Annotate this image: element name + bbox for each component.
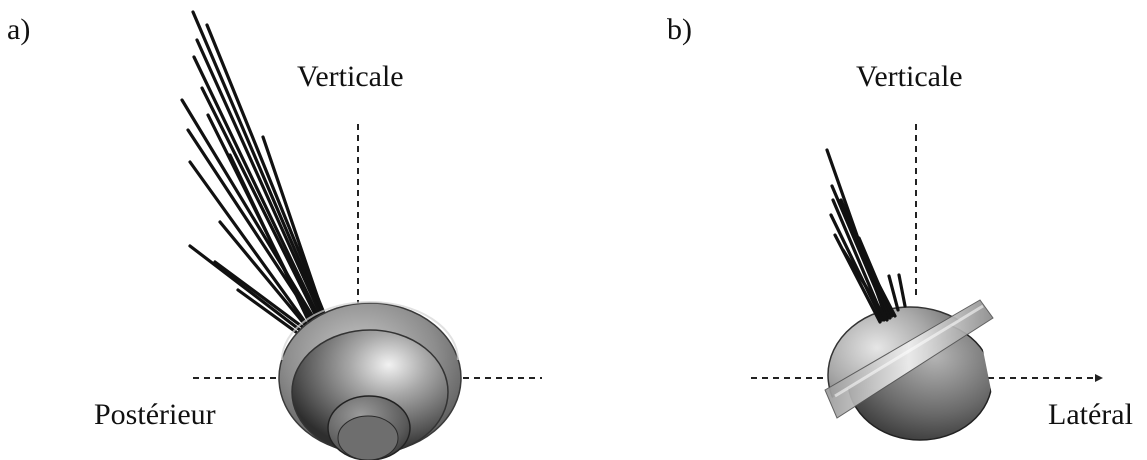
fiber-lines [825,148,907,324]
panel-a-horizontal-label: Postérieur [94,398,216,431]
panel-b-vertical-label: Verticale [856,60,963,93]
horizontal-axis-arrow [1095,374,1103,382]
panel-a-letter: a) [7,13,31,46]
panel-b-horizontal-label: Latéral [1048,398,1133,431]
hemisphere-cup-b [824,299,994,441]
acetabular-cup-a [278,301,462,460]
panel-b: b) Verticale Latéral [575,0,1147,460]
panel-b-letter: b) [667,13,692,46]
panel-a-drawing [180,10,542,460]
panel-b-drawing [751,124,1103,441]
panel-a-vertical-label: Verticale [297,60,404,93]
fiber-lines [180,10,328,334]
panel-a: a) Verticale Postérieur [7,10,542,460]
